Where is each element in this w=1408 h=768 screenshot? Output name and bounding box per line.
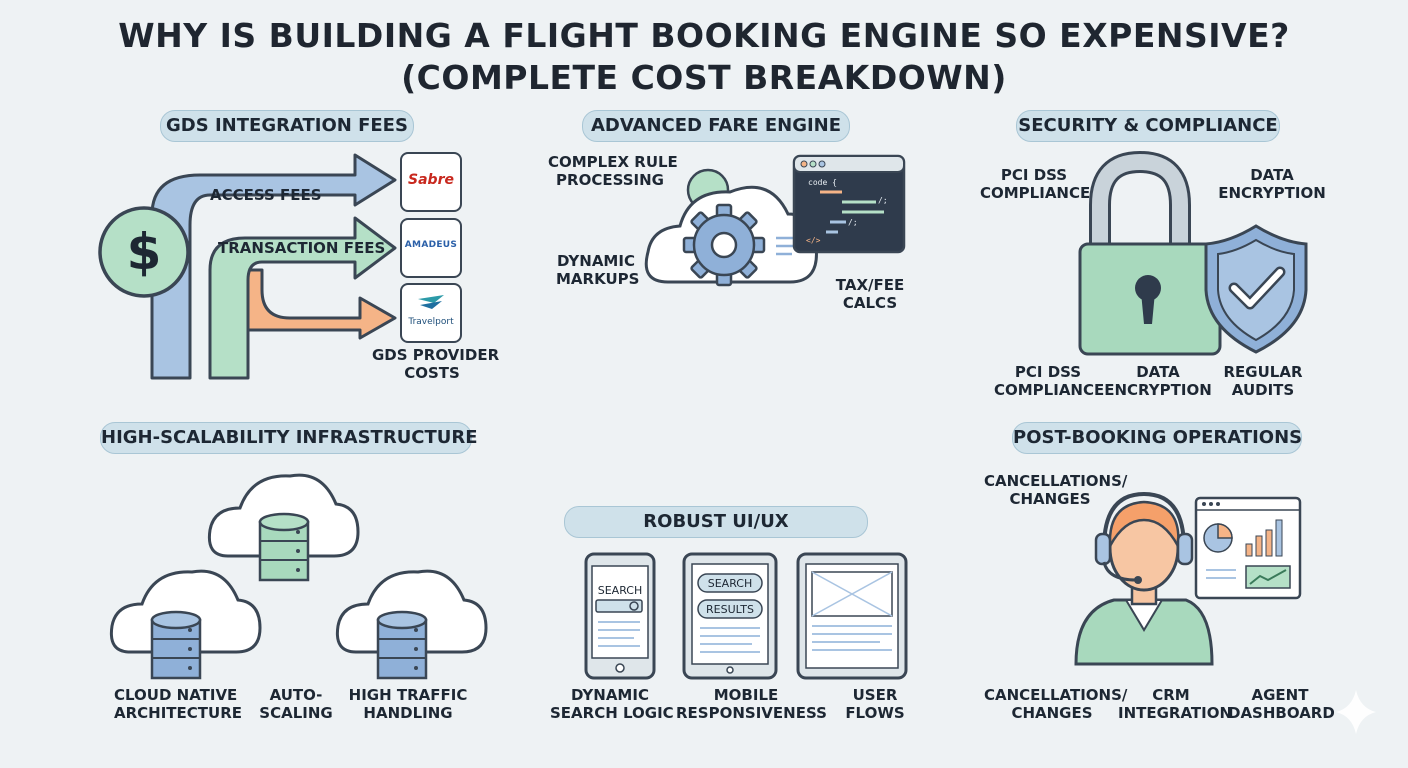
- sabre-logo: Sabre: [400, 152, 462, 212]
- tablet-results-button: RESULTS: [706, 603, 754, 616]
- security-heading: SECURITY & COMPLIANCE: [1016, 110, 1280, 142]
- amadeus-logo: AMADEUS: [400, 218, 462, 278]
- code-line-2: /;: [878, 196, 888, 205]
- dashboard-panel-icon: [1194, 496, 1302, 600]
- cloud-database-icon: [207, 473, 360, 582]
- phone-search-label: SEARCH: [597, 584, 643, 597]
- tablet-search-button: SEARCH: [707, 577, 753, 590]
- infra-heading: HIGH-SCALABILITY INFRASTRUCTURE: [100, 422, 478, 454]
- dollar-coin-icon: [98, 206, 190, 298]
- code-line-4: </>: [806, 236, 821, 245]
- page-title: WHY IS BUILDING A FLIGHT BOOKING ENGINE …: [118, 16, 1290, 55]
- auto-scaling-label: AUTO-SCALING: [259, 686, 333, 722]
- page-subtitle: (COMPLETE COST BREAKDOWN): [401, 58, 1007, 97]
- access-fees-label: ACCESS FEES: [210, 186, 322, 204]
- travelport-logo: Travelport: [400, 283, 462, 343]
- top-cancellations-label: CANCELLATIONS/CHANGES: [984, 472, 1128, 508]
- travelport-mark-icon: [418, 295, 444, 309]
- phone-icon: [584, 552, 656, 680]
- cloud-database-icon: [335, 569, 488, 680]
- dollar-symbol: $: [126, 223, 162, 281]
- transaction-fees-label: TRANSACTION FEES: [218, 239, 386, 257]
- padlock-icon: [1078, 150, 1222, 356]
- bottom-cancellations-label: CANCELLATIONS/CHANGES: [984, 686, 1128, 722]
- support-agent-icon: [1074, 491, 1214, 666]
- tablet-icon: [682, 552, 778, 680]
- post-heading: POST-BOOKING OPERATIONS: [1012, 422, 1302, 454]
- cloud-database-icon: [109, 569, 262, 680]
- gear-icon: [682, 203, 766, 287]
- fare-heading: ADVANCED FARE ENGINE: [582, 110, 850, 142]
- code-window-icon: [792, 154, 906, 254]
- monitor-icon: [796, 552, 908, 680]
- shield-check-icon: [1204, 224, 1308, 354]
- code-line-3: /;: [848, 218, 858, 227]
- ui-heading: ROBUST UI/UX: [564, 506, 868, 538]
- gds-heading: GDS INTEGRATION FEES: [160, 110, 414, 142]
- code-line-1: code {: [808, 178, 837, 187]
- sparkle-icon: [1336, 690, 1376, 734]
